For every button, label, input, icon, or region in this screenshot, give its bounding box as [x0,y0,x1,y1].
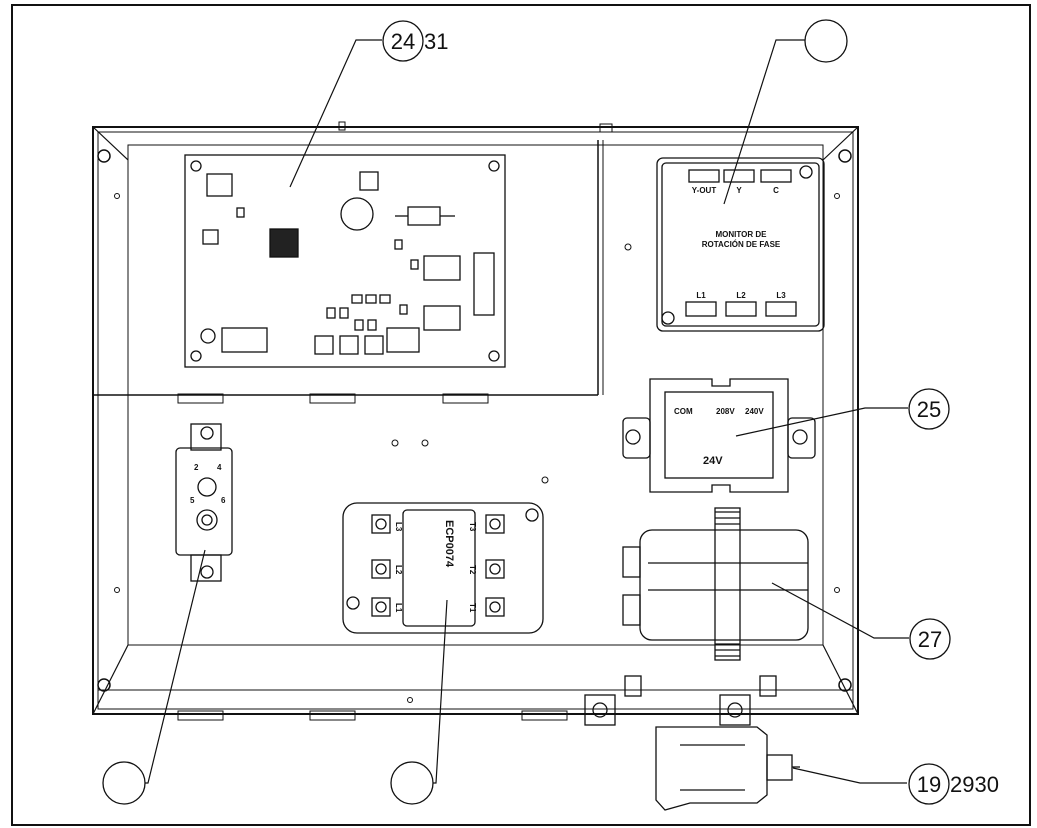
callout-bubble-relay [102,761,146,805]
callout-bubble-pressure-switch [908,763,950,805]
transformer-terminal-com: COM [674,407,693,416]
callout-number-pressure-switch: 19 [917,772,941,797]
phase-monitor-title-line2: ROTACIÓN DE FASE [702,240,781,249]
phase-monitor-terminal-l1: L1 [696,291,706,300]
capacitor [622,507,809,661]
contactor-terminal-l1: L1 [394,603,403,613]
transformer-output-label: 24V [703,455,723,467]
contactor-terminal-t3: T3 [468,522,477,532]
phase-monitor-terminal-y: Y [736,186,742,195]
outer-frame [11,4,1031,826]
callout-bubble-pcb [382,20,424,62]
relay-terminal-5: 5 [190,496,195,505]
callout-bubble-capacitor [909,618,951,660]
phase-monitor-terminal-c: C [773,186,779,195]
callout-extra-pcb: 31 [424,29,448,54]
transformer [622,378,816,493]
transformer-terminal-240v: 240V [745,407,764,416]
contactor [342,502,544,634]
callout-number-pcb: 24 [391,29,415,54]
contactor-terminal-t2: T2 [468,565,477,575]
phase-monitor-terminal-l3: L3 [776,291,786,300]
pressure-switch [584,675,800,811]
contactor-terminal-t1: T1 [468,603,477,613]
relay-terminal-6: 6 [221,496,226,505]
callout-number-transformer: 25 [917,397,941,422]
callout-bubble-contactor [390,761,434,805]
leader-lines [144,39,909,784]
callout-bubble-transformer [908,388,950,430]
phase-monitor-title-line1: MONITOR DE [716,230,768,239]
phase-monitor-terminal-y-out: Y-OUT [692,186,717,195]
enclosure [92,121,859,721]
transformer-terminal-208v: 208V [716,407,735,416]
contactor-terminal-l3: L3 [394,522,403,532]
relay-terminal-2: 2 [194,463,199,472]
callout-number-capacitor: 27 [918,627,942,652]
contactor-part-number: ECP0074 [443,520,455,568]
callout-bubble-phase-monitor [804,19,848,63]
control-board [184,154,506,368]
relay [175,423,233,582]
phase-monitor-terminal-l2: L2 [736,291,746,300]
relay-terminal-4: 4 [217,463,222,472]
phase-monitor [656,157,825,332]
contactor-terminal-l2: L2 [394,565,403,575]
callout-extra-pressure-switch: 2930 [950,772,999,797]
